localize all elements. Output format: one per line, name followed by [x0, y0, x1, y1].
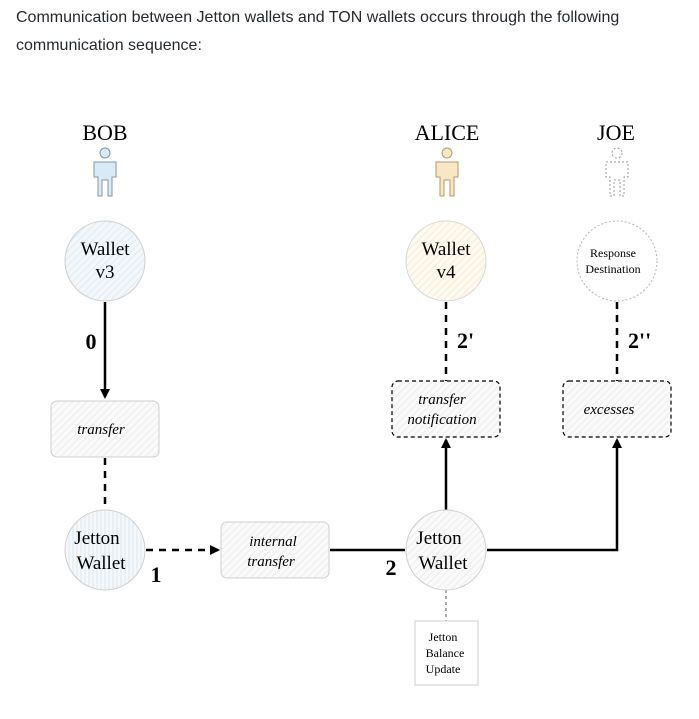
step-label-2-double-prime: 2'': [628, 328, 651, 353]
transfer-label: transfer: [77, 422, 125, 438]
step-label-2: 2: [386, 555, 397, 580]
response-label-line2: Destination: [585, 262, 640, 276]
step-label-0: 0: [86, 329, 97, 354]
alice-wallet-node: Wallet v4: [405, 220, 487, 302]
alice-jetton-label-line2: Wallet: [418, 553, 468, 574]
step-label-1: 1: [151, 562, 162, 587]
actor-label-alice: ALICE: [415, 120, 480, 145]
alice-person-icon: [435, 147, 459, 197]
bob-person-icon: [93, 147, 117, 197]
transfer-notification-box: transfer notification: [391, 380, 501, 438]
balance-label-line3: Update: [426, 662, 461, 676]
actor-label-bob: BOB: [82, 120, 127, 145]
alice-jetton-wallet-node: Jetton Wallet: [405, 509, 487, 591]
jetton-balance-update-box: Jetton Balance Update: [414, 620, 479, 686]
bob-wallet-label-line2: v3: [96, 262, 115, 283]
internal-label-line1: internal: [249, 534, 297, 550]
internal-label-line2: transfer: [247, 554, 295, 570]
bob-wallet-node: Wallet v3: [64, 220, 146, 302]
bob-wallet-label-line1: Wallet: [80, 239, 130, 260]
notification-label-line2: notification: [407, 412, 476, 428]
internal-transfer-box: internal transfer: [220, 521, 330, 579]
response-label-line1: Response: [590, 246, 636, 260]
alice-wallet-label-line2: v4: [437, 262, 457, 283]
actor-label-joe: JOE: [597, 120, 635, 145]
intro-text: Communication between Jetton wallets and…: [16, 9, 620, 54]
notification-label-line1: transfer: [418, 392, 466, 408]
excesses-box: excesses: [562, 380, 672, 438]
bob-jetton-wallet-node: Jetton Wallet: [64, 509, 146, 591]
alice-wallet-label-line1: Wallet: [421, 239, 471, 260]
bob-jetton-label-line1: Jetton: [74, 528, 120, 549]
transfer-message-box: transfer: [50, 400, 160, 458]
alice-jetton-label-line1: Jetton: [416, 528, 462, 549]
alice-jetton-to-excesses-line: [487, 438, 622, 552]
balance-label-line1: Jetton: [429, 630, 458, 644]
balance-label-line2: Balance: [426, 646, 465, 660]
excesses-label: excesses: [584, 402, 635, 418]
joe-person-icon: [605, 147, 629, 197]
step-label-2-prime: 2': [457, 328, 474, 353]
response-destination-node: Response Destination: [576, 220, 658, 302]
bob-jetton-label-line2: Wallet: [76, 553, 126, 574]
